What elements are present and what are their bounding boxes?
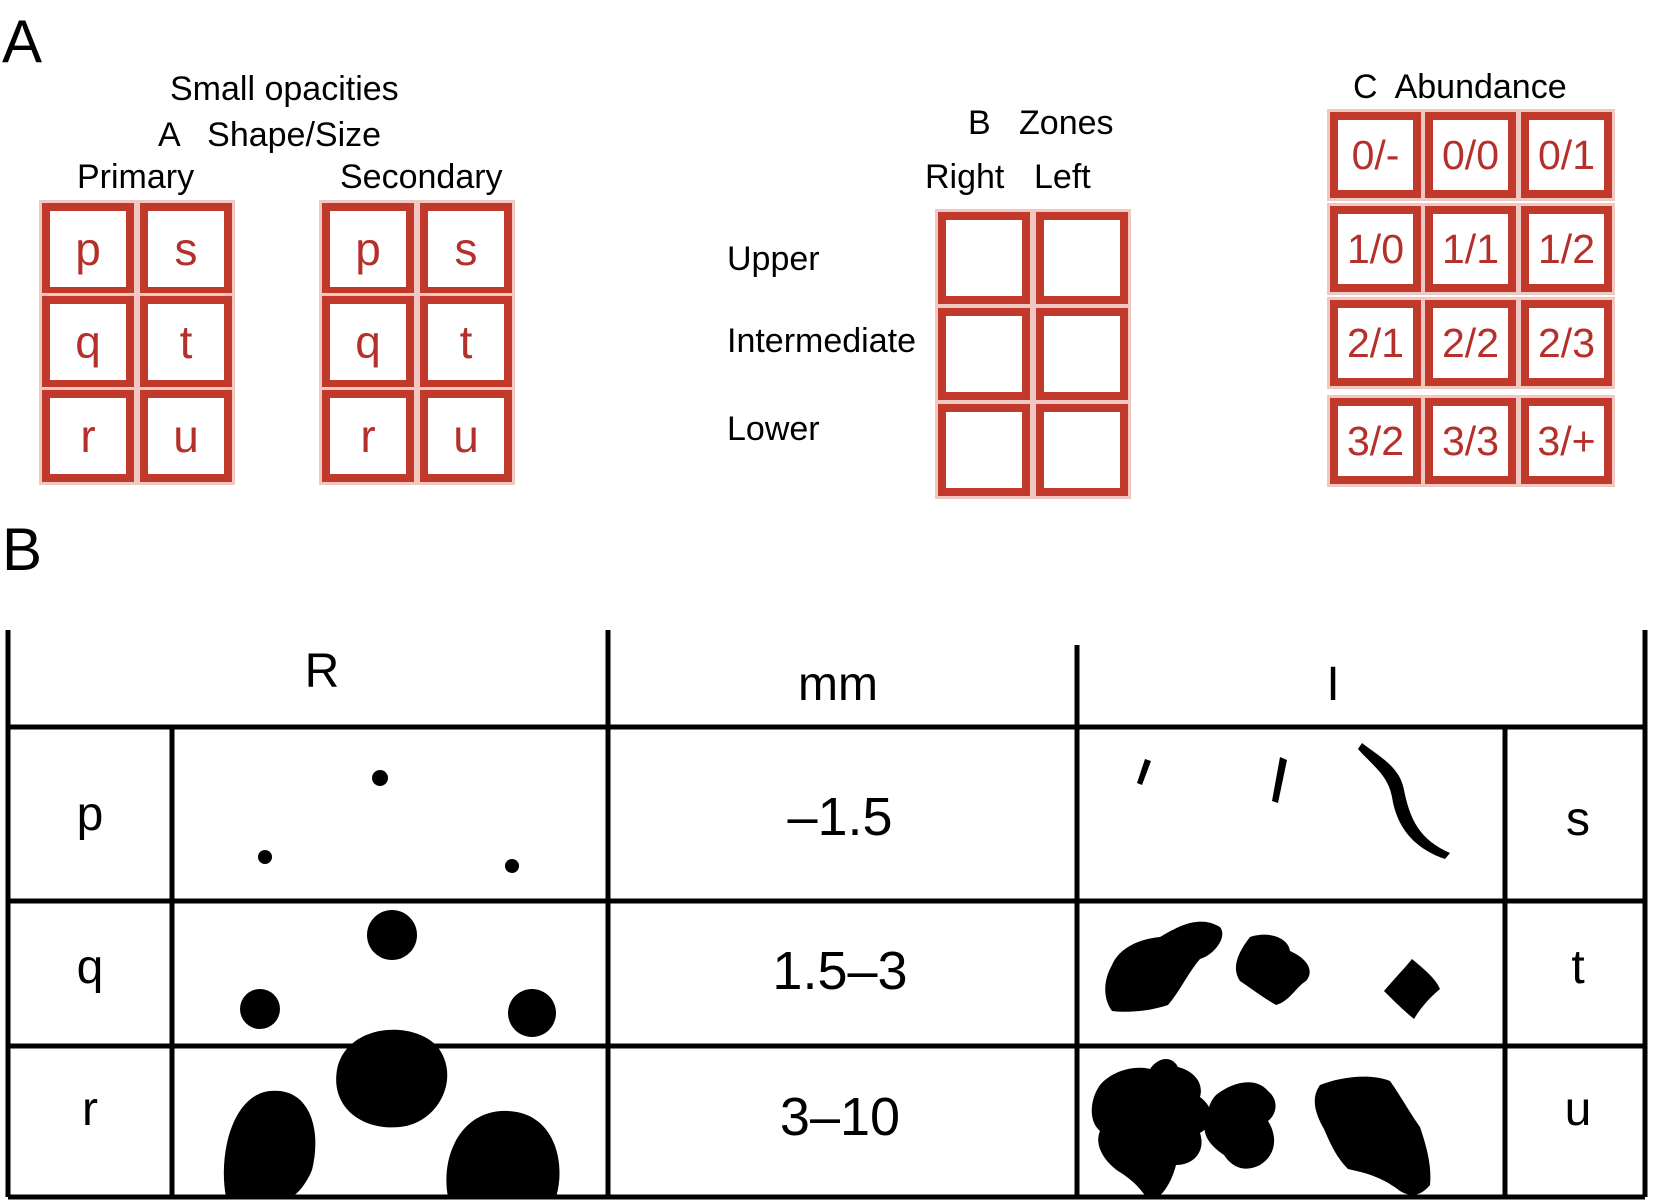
primary-cell-t[interactable]: t	[140, 296, 232, 388]
abundance-cell-1-1[interactable]: 1/1	[1425, 206, 1516, 292]
header-round: R	[305, 645, 340, 698]
secondary-label: Secondary	[340, 158, 503, 196]
irregular-opacity-t-2	[1235, 934, 1310, 1005]
zone-upper-right-box[interactable]	[938, 212, 1030, 304]
round-opacity-p-3	[505, 859, 519, 873]
secondary-cell-s[interactable]: s	[420, 203, 512, 295]
round-opacity-r-1	[223, 1090, 316, 1197]
irregular-opacity-s-1	[1137, 759, 1151, 785]
header-size: mm	[798, 658, 878, 711]
irregular-opacity-t-3	[1384, 959, 1440, 1019]
irregular-opacity-u-3	[1314, 1076, 1431, 1195]
panel-a-letter: A	[2, 8, 43, 75]
abundance-cell-1-2[interactable]: 1/2	[1521, 206, 1612, 292]
table-grid	[5, 630, 1648, 1200]
abundance-cell-3-3[interactable]: 3/3	[1425, 398, 1516, 484]
zone-intermediate-right-box[interactable]	[938, 308, 1030, 400]
round-opacity-p-2	[258, 850, 272, 864]
abundance-cell-3-2[interactable]: 3/2	[1330, 398, 1421, 484]
primary-cell-q[interactable]: q	[42, 296, 134, 388]
row-label-q: q	[77, 941, 104, 994]
zones-heading: B Zones	[968, 104, 1114, 142]
abundance-cell-3-plus[interactable]: 3/+	[1521, 398, 1612, 484]
size-range-q-t: 1.5–3	[772, 941, 907, 1001]
row-label-r: r	[82, 1083, 98, 1136]
irregular-opacity-u-1	[1091, 1058, 1212, 1197]
small-opacities-title: Small opacities	[170, 70, 399, 108]
irregular-opacity-t-1	[1105, 921, 1223, 1012]
abundance-cell-0-dash[interactable]: 0/-	[1330, 112, 1421, 198]
opacity-classification-table: R mm I p q r –1.5 1.5–3 3–10 s t u	[5, 630, 1648, 1200]
irregular-opacities	[1091, 743, 1450, 1197]
row-label-t: t	[1571, 941, 1584, 994]
size-range-r-u: 3–10	[780, 1087, 900, 1147]
zone-lower-left-box[interactable]	[1036, 404, 1128, 496]
zone-intermediate-left-box[interactable]	[1036, 308, 1128, 400]
zone-lower-label: Lower	[727, 410, 820, 448]
round-opacities	[223, 770, 560, 1197]
secondary-cell-p[interactable]: p	[322, 203, 414, 295]
secondary-cell-r[interactable]: r	[322, 390, 414, 482]
secondary-cell-q[interactable]: q	[322, 296, 414, 388]
round-opacity-q-2	[240, 989, 280, 1029]
round-opacity-p-1	[372, 770, 388, 786]
irregular-opacity-s-3	[1358, 743, 1450, 859]
round-opacity-r-2	[336, 1029, 448, 1128]
secondary-cell-t[interactable]: t	[420, 296, 512, 388]
primary-cell-r[interactable]: r	[42, 390, 134, 482]
shape-size-heading: A Shape/Size	[158, 116, 382, 154]
primary-label: Primary	[77, 158, 195, 196]
abundance-cell-2-1[interactable]: 2/1	[1330, 300, 1421, 386]
abundance-cell-1-0[interactable]: 1/0	[1330, 206, 1421, 292]
round-opacity-r-3	[446, 1110, 560, 1197]
abundance-cell-0-1[interactable]: 0/1	[1521, 112, 1612, 198]
row-label-p: p	[77, 788, 104, 841]
round-opacity-q-1	[367, 910, 417, 960]
secondary-cell-u[interactable]: u	[420, 390, 512, 482]
zone-upper-left-box[interactable]	[1036, 212, 1128, 304]
primary-cell-u[interactable]: u	[140, 390, 232, 482]
irregular-opacity-s-2	[1272, 757, 1287, 803]
zones-left-label: Left	[1034, 158, 1091, 196]
size-range-p-s: –1.5	[787, 787, 892, 847]
row-label-s: s	[1566, 793, 1590, 846]
zone-lower-right-box[interactable]	[938, 404, 1030, 496]
header-irregular: I	[1326, 658, 1339, 711]
abundance-cell-2-3[interactable]: 2/3	[1521, 300, 1612, 386]
row-label-u: u	[1565, 1083, 1592, 1136]
primary-cell-p[interactable]: p	[42, 203, 134, 295]
panel-b-letter: B	[2, 516, 43, 583]
irregular-opacity-u-2	[1204, 1082, 1276, 1169]
zones-right-label: Right	[925, 158, 1005, 196]
zone-upper-label: Upper	[727, 240, 820, 278]
zone-intermediate-label: Intermediate	[727, 322, 916, 360]
abundance-cell-2-2[interactable]: 2/2	[1425, 300, 1516, 386]
round-opacity-q-3	[508, 989, 556, 1037]
primary-cell-s[interactable]: s	[140, 203, 232, 295]
abundance-heading: C Abundance	[1353, 68, 1567, 106]
abundance-cell-0-0[interactable]: 0/0	[1425, 112, 1516, 198]
